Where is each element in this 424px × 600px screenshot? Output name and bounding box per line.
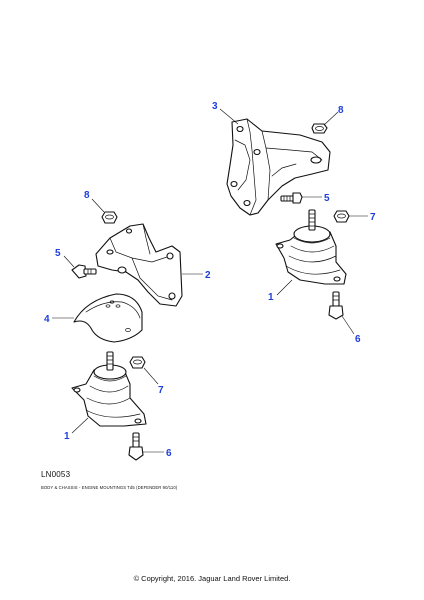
bolt-6-right — [328, 291, 344, 320]
callout-4: 4 — [44, 314, 50, 325]
figure-code: LN0053 — [41, 470, 71, 479]
engine-bracket-left — [95, 223, 183, 307]
callout-7-left: 7 — [158, 385, 164, 396]
callout-8-left: 8 — [84, 190, 90, 201]
callout-6-left: 6 — [166, 448, 172, 459]
callout-3: 3 — [212, 101, 218, 112]
nut-7-right — [333, 210, 350, 223]
engine-bracket-upper-right — [226, 118, 331, 216]
engine-mount-right — [275, 209, 347, 285]
bolt-5-left — [71, 264, 97, 279]
figure-description: BODY & CHASSIS - ENGINE MOUNTINGS Td5 (D… — [41, 485, 178, 490]
callout-2: 2 — [205, 270, 211, 281]
heat-shield — [73, 293, 143, 343]
nut-7-left — [129, 356, 146, 369]
callout-5-upper: 5 — [324, 193, 330, 204]
callout-6-right: 6 — [355, 334, 361, 345]
bolt-6-left — [128, 432, 144, 461]
callout-1-left: 1 — [64, 431, 70, 442]
callout-numbers: 3 8 5 7 1 6 8 5 2 4 7 1 6 — [44, 101, 376, 459]
nut-8-upper — [311, 123, 328, 134]
copyright-notice: © Copyright, 2016. Jaguar Land Rover Lim… — [133, 574, 291, 583]
callout-1-right: 1 — [268, 292, 274, 303]
engine-mount-left — [71, 351, 147, 427]
callout-5-left: 5 — [55, 248, 61, 259]
leader-lines — [52, 108, 368, 453]
callout-7-right: 7 — [370, 212, 376, 223]
callout-8-upper: 8 — [338, 105, 344, 116]
nut-8-left — [101, 211, 118, 224]
bolt-5-upper — [280, 192, 303, 204]
